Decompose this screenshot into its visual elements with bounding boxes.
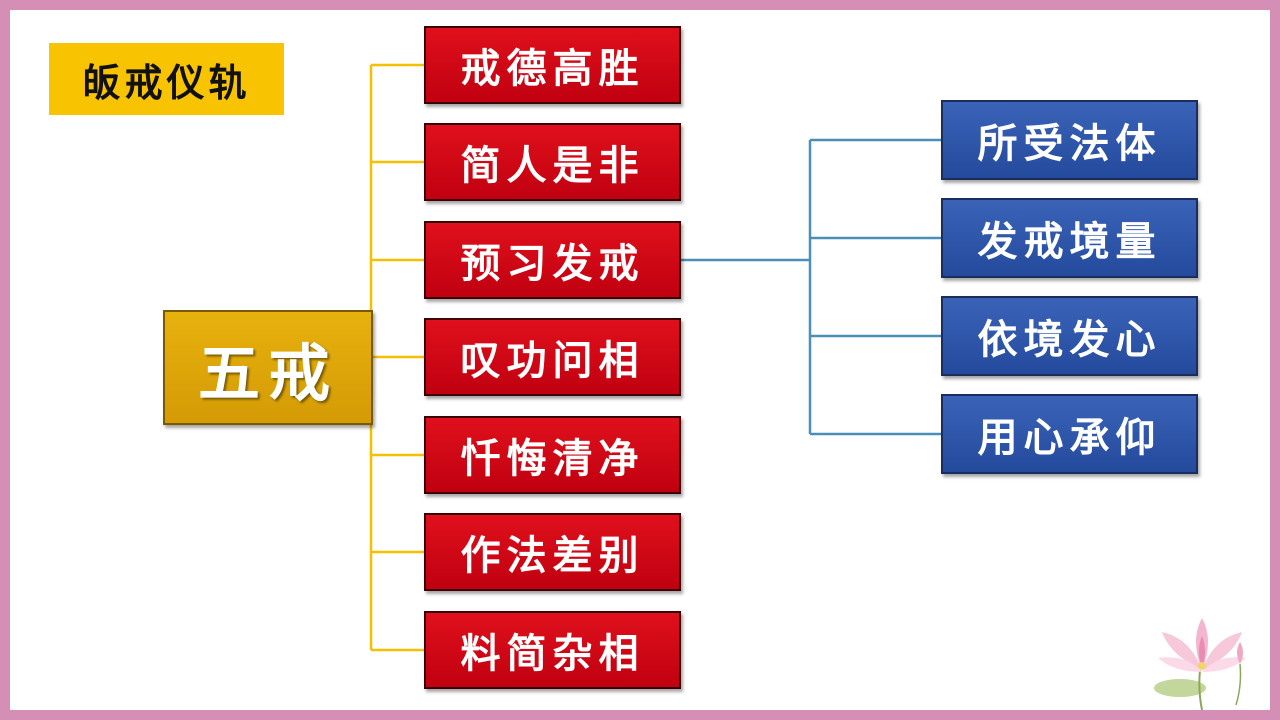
lotus-bud-icon [1236, 642, 1243, 705]
sub-branch-node: 用心承仰 [941, 394, 1198, 474]
sub-branch-node: 发戒境量 [941, 198, 1198, 278]
branch-node: 简人是非 [424, 123, 681, 201]
lotus-leaf-icon [1154, 670, 1206, 710]
branch-node: 料简杂相 [424, 611, 681, 689]
root-node: 五戒 [163, 310, 373, 425]
lotus-flower-icon [1140, 600, 1270, 710]
sub-branch-node: 依境发心 [941, 296, 1198, 376]
branch-node: 作法差别 [424, 513, 681, 591]
sub-branch-node: 所受法体 [941, 100, 1198, 180]
slide-title: 皈戒仪轨 [49, 43, 284, 115]
lotus-petals-icon [1158, 618, 1246, 672]
slide-canvas: 皈戒仪轨 五戒 戒德高胜 简人是非 预习发戒 叹功问相 忏悔清净 作法差别 料简… [10, 10, 1270, 710]
branch-node: 叹功问相 [424, 318, 681, 396]
branch-node: 预习发戒 [424, 221, 681, 299]
branch-node: 忏悔清净 [424, 416, 681, 494]
branch-node: 戒德高胜 [424, 26, 681, 104]
